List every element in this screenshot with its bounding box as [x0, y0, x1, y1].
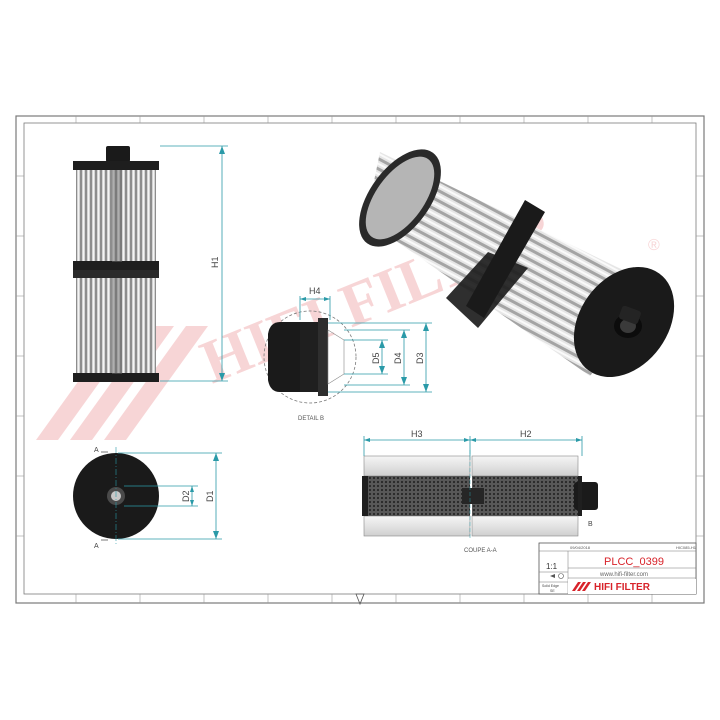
dimension-label-d4: D4 — [393, 352, 403, 364]
dimension-label-h3: H3 — [411, 429, 423, 439]
title-edge-label: Solid Edge — [542, 584, 559, 588]
detail-b-view — [263, 310, 357, 404]
title-reference: PLCC_0399 — [604, 556, 664, 568]
title-edge-sub: SE — [550, 589, 555, 593]
dimension-label-d1: D1 — [205, 490, 215, 502]
section-dimensions-h2-h3 — [363, 436, 583, 456]
title-scale: 1:1 — [546, 562, 558, 571]
dimension-d1-d2 — [118, 452, 222, 540]
title-date: 09/04/2018 — [570, 545, 591, 550]
detail-b-dimensions — [299, 296, 432, 393]
dimension-label-h2: H2 — [520, 429, 532, 439]
title-block — [538, 542, 697, 595]
brand-logo-icon — [572, 582, 591, 591]
isometric-view-filter — [359, 149, 675, 378]
dimension-label-d5: D5 — [371, 352, 381, 364]
title-website: www.hifi-filter.com — [599, 572, 648, 578]
detail-b-label: DETAIL B — [298, 416, 324, 422]
end-view-filter — [73, 447, 159, 546]
title-header-right: HIC085-H1 — [676, 545, 697, 550]
dimension-label-d2: D2 — [181, 490, 191, 502]
sheet-frame — [15, 115, 705, 606]
registered-mark: ® — [648, 237, 660, 254]
section-mark-b: B — [588, 521, 593, 528]
section-a-a-view — [362, 450, 598, 540]
dimension-label-h1: H1 — [210, 256, 220, 268]
front-view-filter — [73, 146, 159, 382]
section-a-a-label: COUPE A-A — [464, 548, 497, 554]
section-mark-a-top: A — [94, 447, 99, 454]
title-brand: HIFI FILTER — [594, 582, 651, 593]
section-mark-a-bottom: A — [94, 543, 99, 550]
dimension-label-h4: H4 — [309, 286, 321, 296]
dimension-label-d3: D3 — [415, 352, 425, 364]
dimension-h1 — [160, 145, 228, 382]
